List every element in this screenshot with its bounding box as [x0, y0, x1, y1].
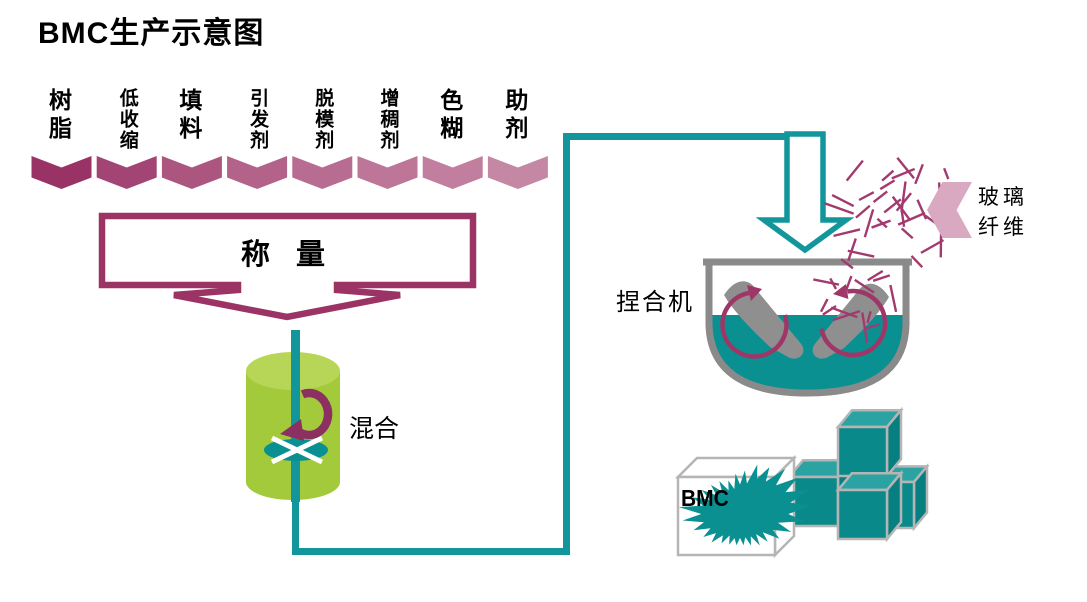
weighing-label: 称 量 — [240, 239, 335, 271]
fiber-strand — [900, 227, 914, 240]
kneader-rotation-arrow-left — [720, 290, 789, 359]
ingredient-label-8: 助剂 — [501, 88, 528, 144]
kneader-rotation-arrow-right — [819, 288, 888, 358]
bmc-cubes — [786, 406, 930, 543]
fiber-strand — [891, 195, 911, 220]
glass-fiber-strands — [813, 156, 950, 343]
fiber-strand — [845, 159, 864, 182]
fiber-strand — [843, 275, 853, 296]
fiber-strand — [872, 190, 888, 203]
mixing-label: 混合 — [349, 415, 400, 443]
fiber-strand — [847, 238, 857, 262]
ingredient-chevron-icon — [227, 156, 288, 189]
ingredient-chevrons — [31, 156, 548, 189]
fiber-strand — [858, 191, 875, 202]
glass-fiber-label-line1: 玻璃 — [978, 186, 1028, 209]
fiber-strand — [864, 323, 880, 331]
ingredient-label-1: 树脂 — [45, 88, 72, 144]
fiber-strand — [831, 193, 855, 208]
fiber-strand — [872, 274, 891, 282]
down-arrow-icon — [755, 131, 855, 254]
ingredient-chevron-icon — [422, 156, 483, 189]
fiber-strand — [863, 209, 875, 238]
fiber-strand — [813, 278, 840, 286]
fiber-strand — [920, 239, 945, 254]
ingredient-label-7: 色糊 — [436, 88, 463, 144]
fiber-strand — [883, 198, 902, 214]
glass-fiber-label: 玻璃 纤维 — [978, 183, 1028, 243]
fiber-strand — [900, 209, 906, 227]
fiber-strand — [866, 310, 872, 324]
bmc-compound-splat — [678, 464, 810, 546]
weighing-callout-shape — [98, 212, 477, 321]
kneader-paddle-right — [812, 283, 889, 359]
fiber-strand — [914, 163, 924, 185]
fiber-strand — [861, 312, 869, 343]
bmc-box — [674, 454, 810, 559]
kneader-label: 捏合机 — [616, 289, 694, 316]
page-title: BMC生产示意图 — [38, 17, 265, 50]
glass-fiber-label-line2: 纤维 — [978, 216, 1028, 239]
fiber-strand — [891, 167, 916, 180]
fiber-strand — [840, 258, 854, 270]
ingredient-label-6: 增稠剂 — [377, 88, 399, 151]
product-label: BMC — [681, 486, 729, 512]
fiber-strand — [824, 202, 855, 215]
mixer-shaft — [291, 330, 300, 502]
mixer-rotation-arrow-icon — [292, 388, 333, 440]
fiber-strand — [896, 156, 915, 180]
fiber-strand — [830, 306, 858, 319]
mixer-rotation-arrowhead — [280, 419, 304, 441]
ingredient-chevron-icon — [31, 156, 92, 189]
ingredient-chevron-icon — [487, 156, 548, 189]
fiber-strand — [867, 269, 884, 282]
mixer-cylinder — [246, 330, 340, 502]
fiber-strand — [832, 310, 861, 322]
fiber-strand — [900, 181, 907, 213]
fiber-strand — [879, 179, 896, 191]
ingredient-chevron-icon — [292, 156, 353, 189]
fiber-strand — [881, 169, 895, 182]
ingredient-chevron-icon — [161, 156, 222, 189]
cube-front-face — [836, 488, 889, 541]
fiber-strand — [822, 305, 837, 316]
fiber-strand — [819, 298, 829, 313]
ingredient-label-5: 脱模剂 — [312, 88, 334, 151]
fiber-strand — [889, 284, 898, 313]
ingredient-label-2: 低收缩 — [116, 88, 138, 151]
fiber-strand — [916, 199, 928, 220]
fiber-strand — [910, 255, 924, 268]
fiber-strand — [943, 167, 950, 180]
kneader-bowl — [703, 258, 912, 397]
fiber-strand — [833, 228, 861, 238]
fiber-strand — [854, 278, 875, 294]
ingredient-chevron-icon — [357, 156, 418, 189]
ingredient-label-4: 引发剂 — [247, 88, 269, 151]
ingredient-chevron-icon — [96, 156, 157, 189]
cube-front-face — [836, 425, 889, 478]
ingredient-label-3: 填料 — [175, 88, 202, 144]
fiber-strand — [855, 204, 871, 219]
connector-line — [292, 133, 790, 555]
glass-fiber-arrow-icon — [927, 182, 972, 238]
fiber-strand — [895, 192, 912, 212]
fiber-strand — [871, 219, 891, 229]
